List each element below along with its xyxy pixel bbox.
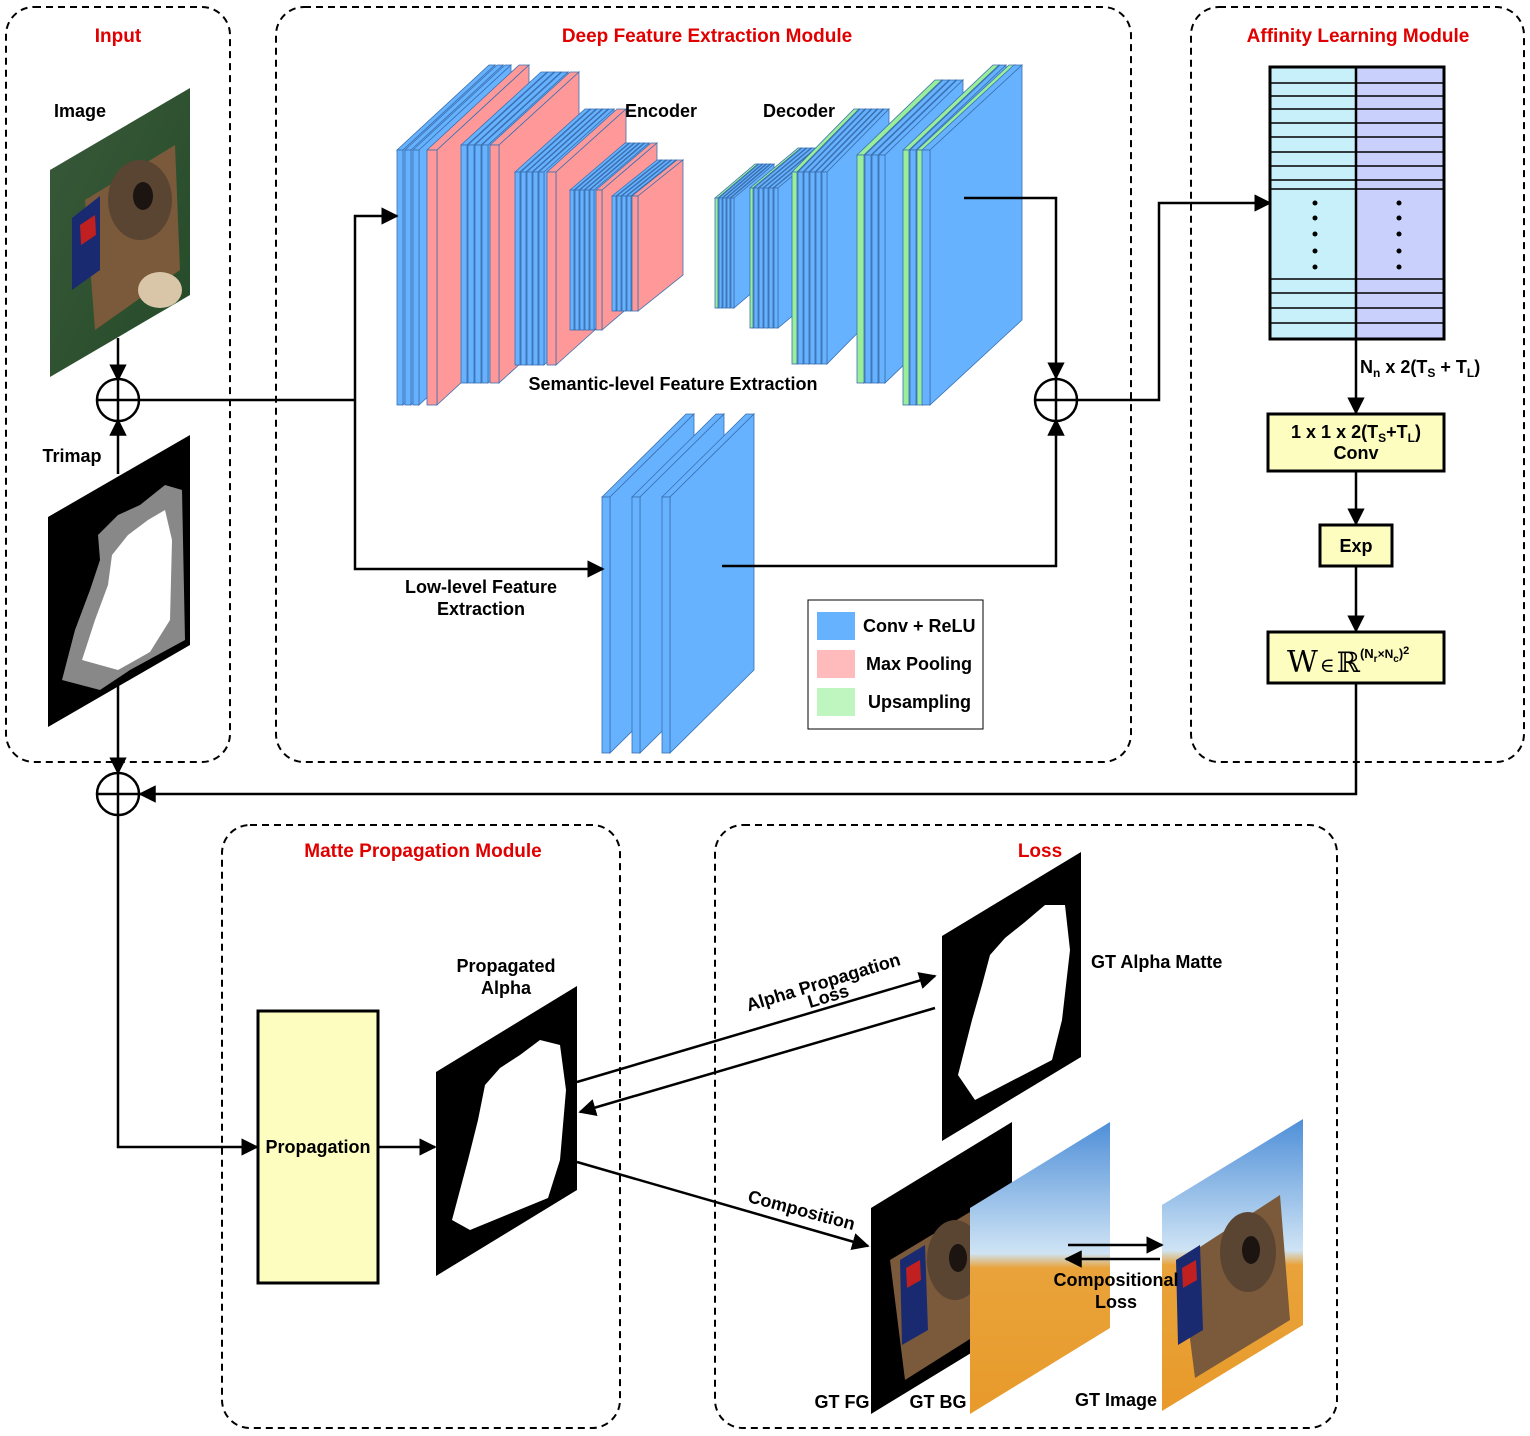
legend-label-conv: Conv + ReLU — [863, 616, 976, 636]
semantic-label: Semantic-level Feature Extraction — [528, 374, 817, 394]
exp-label: Exp — [1339, 536, 1372, 556]
matte-propagation-module-box — [221, 824, 621, 1429]
decoder-layers — [713, 64, 1024, 406]
affinity-dim-label: Nn x 2(TS + TL) — [1360, 357, 1480, 380]
affinity-module-title: Affinity Learning Module — [1247, 26, 1470, 47]
ellipsis-dot — [1396, 264, 1402, 270]
affinity-module-box — [1190, 6, 1525, 763]
legend-swatch-up — [817, 688, 855, 716]
connectors — [109, 194, 1365, 1268]
w-formula: W∈ℝ(Nr×Nc)2 — [1287, 645, 1409, 680]
deep-feature-module-title: Deep Feature Extraction Module — [562, 26, 852, 47]
plus-merge — [1033, 377, 1079, 423]
conv-line-1: 1 x 1 x 2(TS+TL) — [1291, 422, 1421, 445]
propagated-label-2: Alpha — [481, 978, 532, 998]
ellipsis-dot — [1396, 200, 1402, 206]
ellipsis-dot — [1312, 264, 1318, 270]
ellipsis-dot — [1396, 231, 1402, 237]
trimap-label: Trimap — [42, 446, 101, 466]
lowlevel-layers — [601, 413, 755, 754]
ellipsis-dot — [1312, 248, 1318, 254]
affinity-table — [1268, 65, 1446, 341]
propagated-label-1: Propagated — [456, 956, 555, 976]
legend-label-pool: Max Pooling — [866, 654, 972, 674]
lowlevel-conv-slab — [661, 413, 755, 754]
comp-loss-label-1: Compositional — [1054, 1270, 1179, 1290]
plus-input — [95, 377, 141, 423]
propagation-box — [256, 1009, 380, 1285]
matte-module-title: Matte Propagation Module — [304, 841, 542, 862]
comp-loss-label-2: Loss — [1095, 1292, 1137, 1312]
ellipsis-dot — [1312, 215, 1318, 221]
conv-line-2: Conv — [1334, 443, 1379, 463]
gt-bg-label: GT BG — [910, 1392, 967, 1412]
ellipsis-dot — [1312, 200, 1318, 206]
ellipsis-dot — [1396, 215, 1402, 221]
propagated-alpha-image — [436, 986, 577, 1276]
ellipsis-dot — [1396, 248, 1402, 254]
legend-swatch-pool — [817, 650, 855, 678]
gt-alpha-image — [942, 852, 1081, 1141]
deep-feature-module-box — [275, 6, 1132, 763]
gt-image — [1162, 1119, 1303, 1411]
propagation-label: Propagation — [265, 1137, 370, 1157]
input-trimap — [48, 435, 190, 727]
ellipsis-dot — [1312, 231, 1318, 237]
gt-image-label: GT Image — [1075, 1390, 1157, 1410]
loss-module-title: Loss — [1018, 841, 1062, 862]
legend-label-up: Upsampling — [868, 692, 971, 712]
gt-fg-label: GT FG — [815, 1392, 870, 1412]
legend: Conv + ReLU Max Pooling Upsampling — [807, 599, 984, 730]
w-box — [1266, 630, 1446, 685]
gt-bg-image — [970, 1122, 1110, 1414]
input-module-title: Input — [95, 26, 142, 47]
decoder-conv-slab — [920, 64, 1024, 406]
encoder-pool-slab — [630, 159, 685, 312]
encoder-label: Encoder — [625, 101, 697, 121]
encoder-layers — [395, 64, 685, 406]
lowlevel-label-2: Extraction — [437, 599, 525, 619]
input-image — [50, 88, 190, 377]
decoder-label: Decoder — [763, 101, 835, 121]
loss-module-box — [714, 824, 1338, 1429]
gt-alpha-label: GT Alpha Matte — [1091, 952, 1222, 972]
image-label: Image — [54, 101, 106, 121]
plus-affinity — [95, 771, 141, 817]
lowlevel-label-1: Low-level Feature — [405, 577, 557, 597]
legend-swatch-conv — [817, 612, 855, 640]
